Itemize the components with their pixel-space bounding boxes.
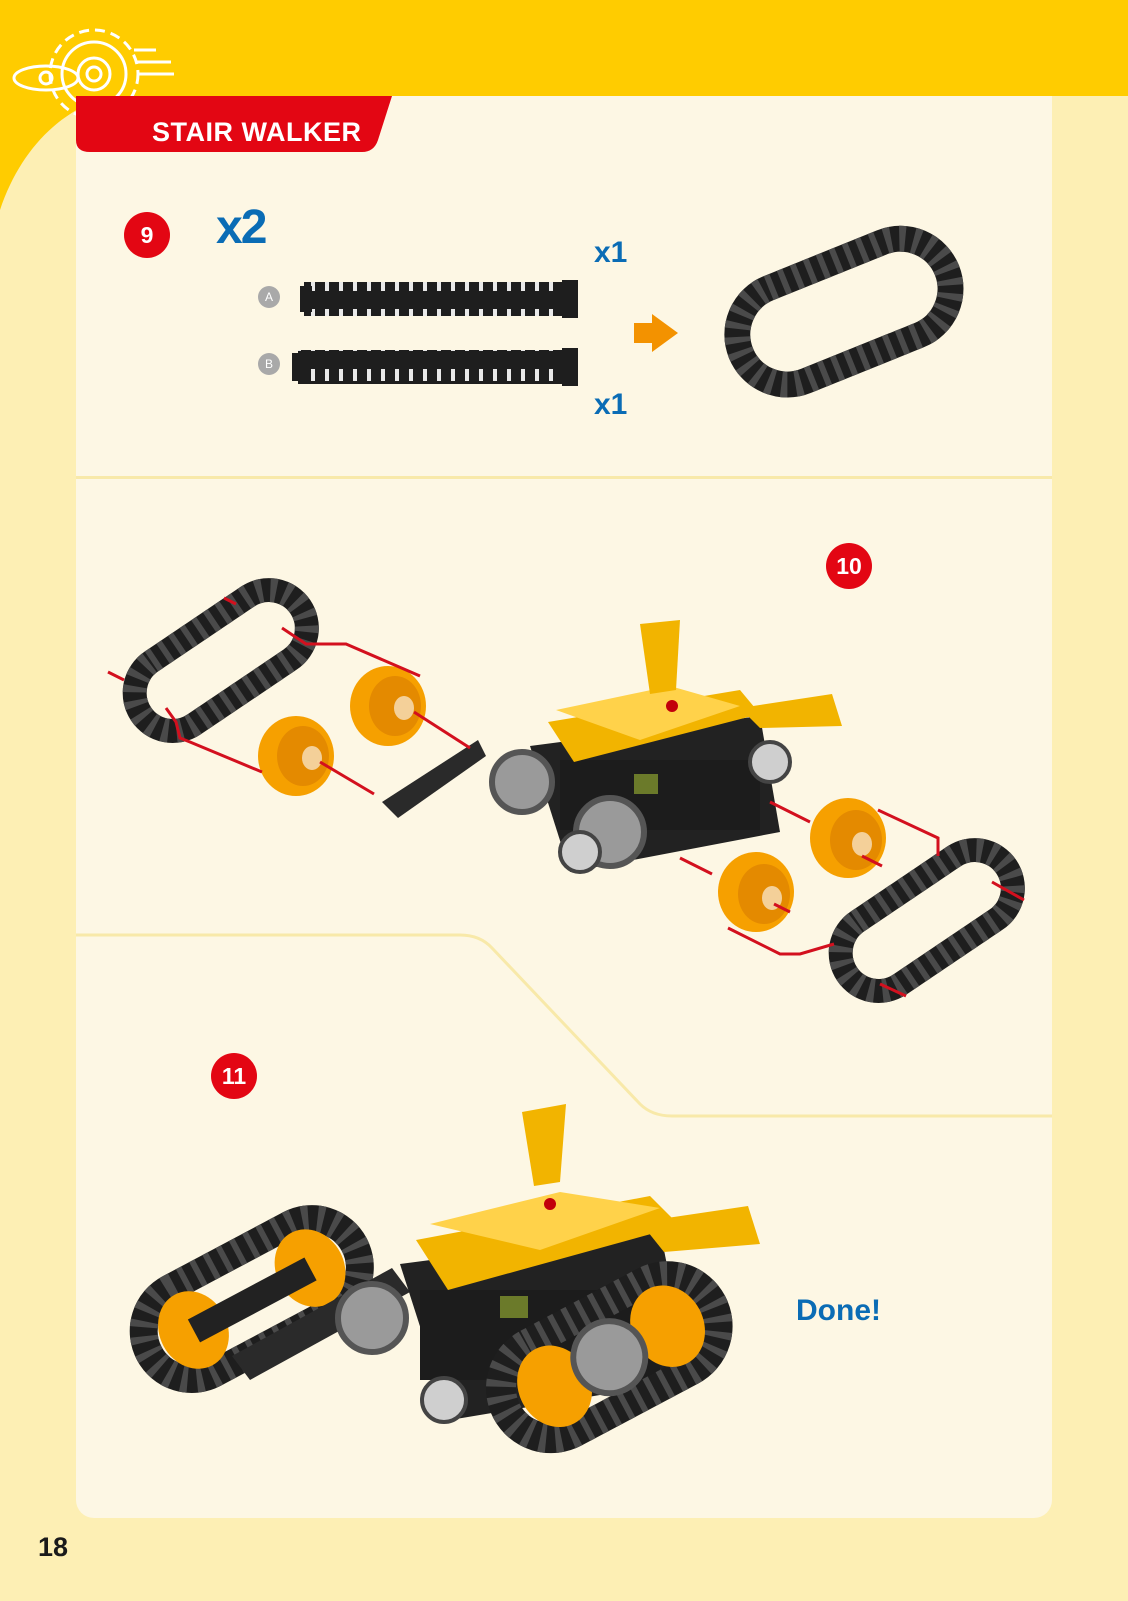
page-number: 18 <box>38 1532 68 1563</box>
